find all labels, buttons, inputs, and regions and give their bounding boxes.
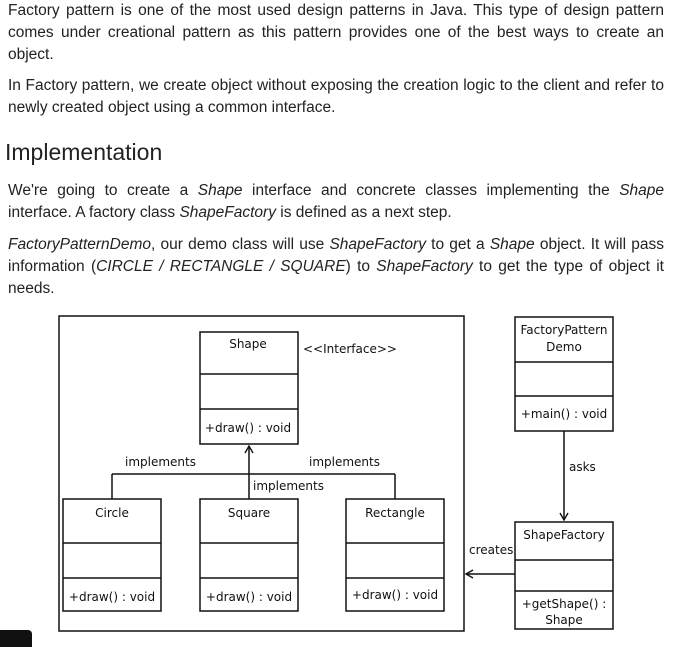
square-method: +draw() : void — [206, 590, 292, 604]
factory-method-line2: Shape — [545, 613, 583, 627]
implements-label-center: implements — [253, 479, 324, 493]
demo-class-name-line1: FactoryPattern — [520, 323, 607, 337]
section-heading: Implementation — [5, 139, 163, 165]
interface-stereotype: <<Interface>> — [303, 342, 397, 356]
factory-class-name: ShapeFactory — [523, 528, 604, 542]
square-class: Square +draw() : void — [199, 498, 299, 612]
shape-class-name: Shape — [229, 337, 267, 351]
circle-class-name: Circle — [95, 506, 129, 520]
intro-paragraph-1: Factory pattern is one of the most used … — [8, 2, 664, 63]
implements-connectors — [111, 444, 396, 499]
intro-paragraph-2: In Factory pattern, we create object wit… — [8, 77, 664, 116]
corner-widget[interactable] — [0, 630, 32, 647]
creates-label: creates — [469, 543, 513, 557]
circle-method: +draw() : void — [69, 590, 155, 604]
shape-interface-class: Shape +draw() : void — [199, 331, 299, 445]
factory-method-line1: +getShape() : — [522, 597, 607, 611]
shape-method: +draw() : void — [205, 421, 291, 435]
implementation-paragraph-2: FactoryPatternDemo, our demo class will … — [8, 236, 664, 297]
demo-method: +main() : void — [521, 407, 607, 421]
rectangle-class-name: Rectangle — [365, 506, 425, 520]
circle-class: Circle +draw() : void — [62, 498, 162, 612]
factory-pattern-demo-class: FactoryPattern Demo +main() : void — [514, 316, 614, 432]
asks-label: asks — [569, 460, 596, 474]
rectangle-class: Rectangle +draw() : void — [345, 498, 445, 612]
diagram-frame — [58, 315, 465, 632]
implementation-paragraph-1: We're going to create a Shape interface … — [8, 182, 665, 221]
demo-class-name-line2: Demo — [546, 340, 582, 354]
shape-factory-class: ShapeFactory +getShape() : Shape — [514, 521, 614, 630]
implements-label-right: implements — [309, 455, 380, 469]
rectangle-method: +draw() : void — [352, 588, 438, 602]
implements-label-left: implements — [125, 455, 196, 469]
square-class-name: Square — [228, 506, 270, 520]
